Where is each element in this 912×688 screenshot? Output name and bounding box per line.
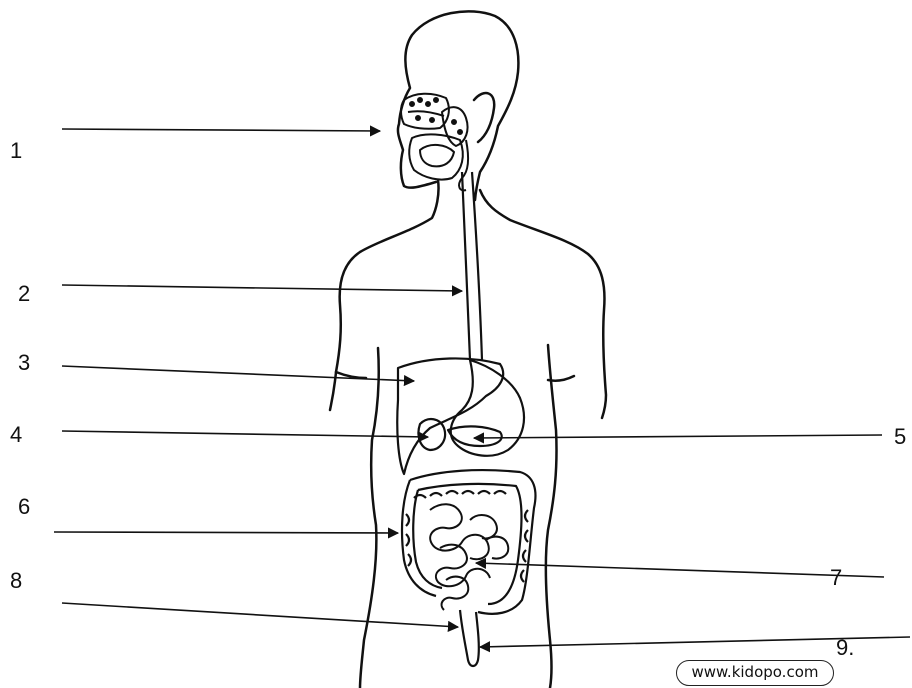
arrow-5	[474, 435, 882, 438]
arrow-1	[62, 129, 380, 131]
mouth-cavity	[409, 134, 463, 179]
label-7: 7	[830, 565, 842, 591]
stomach	[451, 360, 524, 456]
watermark-badge: www.kidopo.com	[676, 660, 834, 686]
ear-outline	[474, 93, 494, 142]
esophagus	[462, 172, 482, 360]
label-8: 8	[10, 568, 22, 594]
label-6: 6	[18, 494, 30, 520]
upper-abdomen-organs	[397, 358, 524, 474]
label-1: 1	[10, 138, 22, 164]
label-9: 9.	[836, 635, 854, 661]
arrow-2	[62, 285, 462, 291]
label-3: 3	[18, 350, 30, 376]
salivary-gland	[442, 107, 468, 146]
label-4: 4	[10, 422, 22, 448]
small-intestine	[430, 504, 508, 610]
arrow-8	[62, 603, 458, 627]
tongue	[420, 145, 454, 166]
arrow-6	[54, 532, 398, 533]
arrow-7	[476, 563, 884, 577]
label-5: 5	[894, 424, 906, 450]
label-2: 2	[18, 281, 30, 307]
arrow-3	[62, 366, 414, 381]
left-torso-side	[360, 348, 379, 688]
large-intestine	[402, 470, 535, 614]
rectum	[460, 610, 479, 666]
right-torso-side	[546, 345, 557, 688]
head-organs	[401, 94, 468, 191]
